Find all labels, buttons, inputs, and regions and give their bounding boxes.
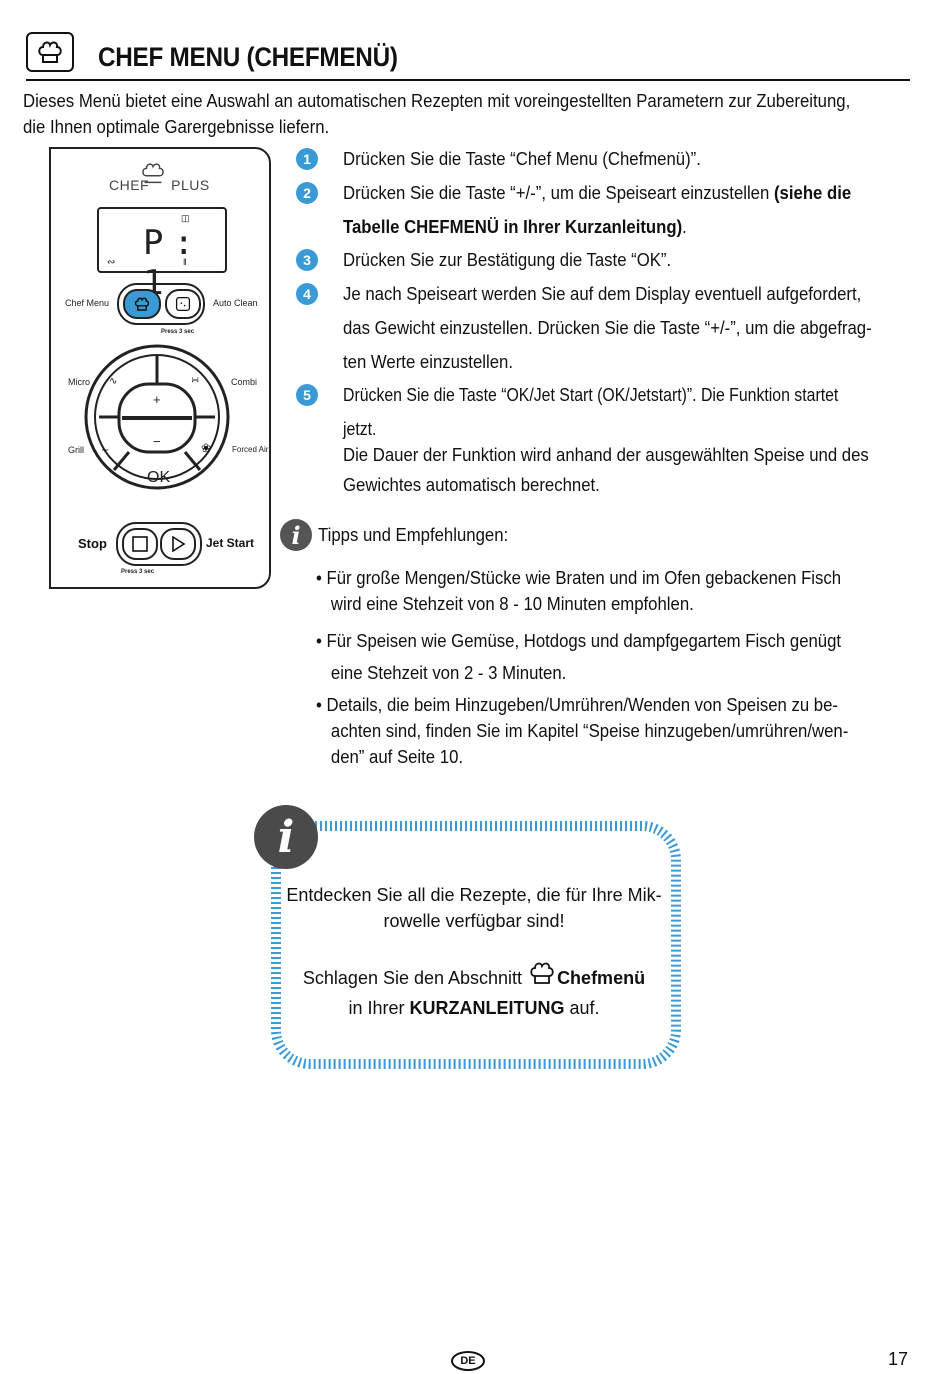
step-text-part: Drücken Sie die Taste “+/-”, um die Spei… bbox=[343, 183, 774, 203]
tip-line: • Details, die beim Hinzugeben/Umrühren/… bbox=[316, 695, 838, 715]
info-text-part: Schlagen Sie den Abschnitt bbox=[302, 968, 528, 988]
tip-item: • Details, die beim Hinzugeben/Umrühren/… bbox=[316, 692, 865, 770]
auto-clean-label: Auto Clean bbox=[213, 298, 258, 308]
tip-line: eine Stehzeit von 2 - 3 Minuten. bbox=[330, 663, 567, 683]
info-text: Entdecken Sie all die Rezepte, die für I… bbox=[286, 885, 662, 931]
brand-right: PLUS bbox=[171, 177, 210, 193]
control-panel: CHEF PLUS P: 1 ◫ ∾ ‖ Chef Menu Auto Clean… bbox=[49, 147, 271, 589]
step-number: 1 bbox=[296, 148, 318, 170]
forced-air-label: Forced Air bbox=[232, 445, 269, 454]
tip-item: • Für Speisen wie Gemüse, Hotdogs und da… bbox=[316, 625, 865, 689]
step-text: Drücken Sie die Taste “Chef Menu (Chefme… bbox=[343, 149, 701, 169]
stop-start-button-group bbox=[116, 522, 202, 566]
info-reference: Schlagen Sie den Abschnitt Chefmenü in I… bbox=[282, 958, 666, 1021]
chef-menu-button-group bbox=[117, 283, 205, 325]
jet-start-button[interactable] bbox=[160, 528, 196, 560]
info-icon: i bbox=[254, 805, 318, 869]
lcd-display: P: 1 ◫ ∾ ‖ bbox=[97, 207, 227, 303]
info-text-part: in Ihrer bbox=[348, 998, 410, 1018]
stop-label: Stop bbox=[78, 536, 107, 551]
step-number: 5 bbox=[296, 384, 318, 406]
chef-menu-label: Chef Menu bbox=[65, 298, 110, 308]
tip-line: • Für große Mengen/Stücke wie Braten und… bbox=[316, 568, 842, 588]
combi-icon: ∺ bbox=[191, 375, 200, 386]
info-text-part: auf. bbox=[564, 998, 600, 1018]
step-text: Drücken Sie die Taste “+/-”, um die Spei… bbox=[343, 176, 878, 244]
info-text-bold: Chefmenü bbox=[557, 968, 646, 988]
intro-paragraph: Dieses Menü bietet eine Auswahl an autom… bbox=[23, 91, 851, 137]
ok-button[interactable]: OK bbox=[147, 469, 171, 486]
page-title: CHEF MENU (CHEFMENÜ) bbox=[98, 42, 398, 72]
auto-clean-button[interactable] bbox=[165, 289, 201, 319]
brand-logo: CHEF PLUS bbox=[109, 163, 210, 193]
tip-line: achten sind, finden Sie im Kapitel “Spei… bbox=[330, 721, 849, 767]
press-3-sec-note-2: Press 3 sec bbox=[121, 569, 155, 575]
signal-icon: ∾ bbox=[107, 257, 116, 268]
language-badge: DE bbox=[451, 1351, 485, 1371]
combi-label: Combi bbox=[231, 377, 258, 387]
step-number: 3 bbox=[296, 249, 318, 271]
grill-label: Grill bbox=[68, 445, 84, 455]
fork-icon: ‖ bbox=[183, 257, 187, 267]
control-dial[interactable] bbox=[84, 344, 230, 490]
tips-title: Tipps und Empfehlungen: bbox=[318, 525, 509, 545]
step-number: 2 bbox=[296, 182, 318, 204]
step-text-bold: (siehe die Tabelle CHEFMENÜ in Ihrer Kur… bbox=[343, 183, 852, 237]
micro-wave-icon: ∿ bbox=[109, 376, 118, 387]
micro-label: Micro bbox=[68, 377, 90, 387]
chef-hat-icon: ◫ bbox=[181, 213, 190, 223]
step-text-part: . bbox=[682, 217, 687, 237]
stop-button[interactable] bbox=[122, 528, 158, 560]
chef-hat-icon bbox=[139, 159, 167, 190]
fan-icon: ❀ bbox=[201, 441, 212, 455]
step-text: Drücken Sie zur Bestätigung die Taste “O… bbox=[343, 250, 672, 270]
plus-button[interactable]: + bbox=[153, 392, 161, 407]
info-text-bold: KURZANLEITUNG bbox=[409, 998, 565, 1018]
page-number: 17 bbox=[888, 1349, 909, 1369]
title-divider bbox=[26, 79, 910, 81]
step-number: 4 bbox=[296, 283, 318, 305]
tip-line: • Für Speisen wie Gemüse, Hotdogs und da… bbox=[316, 631, 842, 651]
chef-hat-icon bbox=[26, 32, 74, 72]
chef-menu-button[interactable] bbox=[123, 289, 161, 319]
brand-left: CHEF bbox=[109, 177, 150, 193]
info-box-border bbox=[271, 821, 681, 1069]
tip-item: • Für große Mengen/Stücke wie Braten und… bbox=[316, 565, 865, 617]
grill-icon: ∼ bbox=[101, 445, 110, 456]
press-3-sec-note: Press 3 sec bbox=[161, 329, 195, 335]
info-icon: i bbox=[280, 519, 312, 551]
step-text: Je nach Speiseart werden Sie auf dem Dis… bbox=[343, 284, 872, 372]
lcd-readout: P: 1 bbox=[143, 223, 204, 303]
chef-hat-icon bbox=[527, 958, 557, 995]
jet-start-label: Jet Start bbox=[206, 536, 255, 550]
tip-line: wird eine Stehzeit von 8 - 10 Minuten em… bbox=[330, 594, 694, 614]
minus-button[interactable]: − bbox=[153, 434, 161, 449]
duration-note: Die Dauer der Funktion wird anhand der a… bbox=[343, 445, 869, 495]
step-text: Drücken Sie die Taste “OK/Jet Start (OK/… bbox=[343, 385, 839, 439]
